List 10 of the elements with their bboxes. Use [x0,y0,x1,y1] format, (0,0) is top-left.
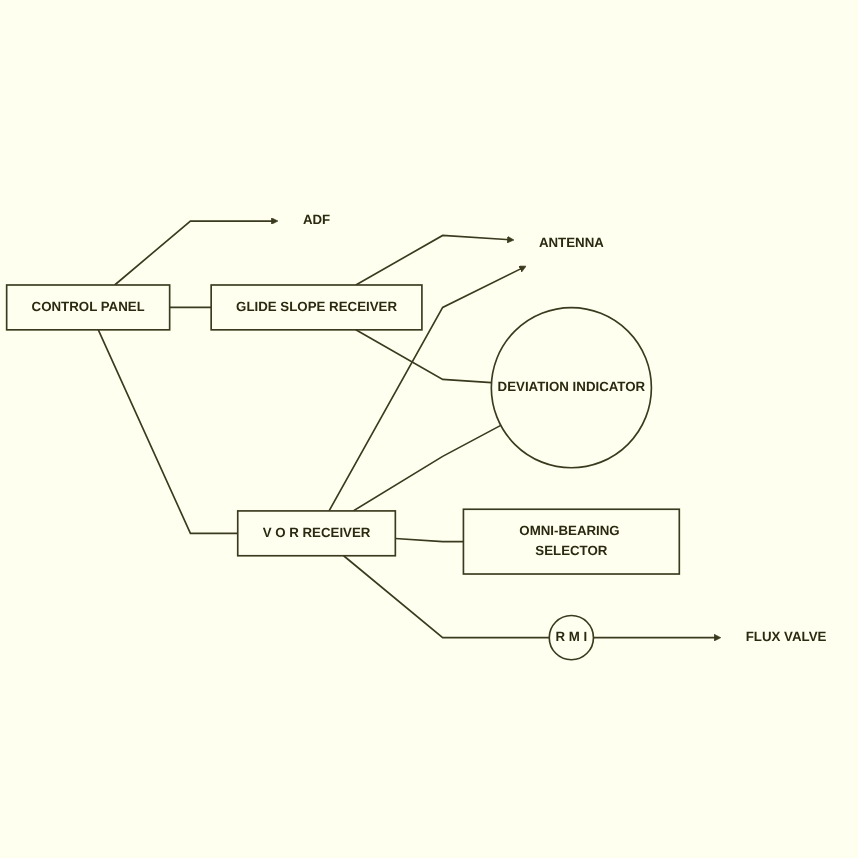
arrow [328,265,527,512]
arrow [113,217,279,286]
connector [355,328,493,384]
arrow [592,633,722,641]
connector [97,328,239,534]
connector [394,537,465,543]
arrow [355,234,515,286]
connector [352,424,502,512]
connector [168,306,212,308]
connector [342,554,551,639]
